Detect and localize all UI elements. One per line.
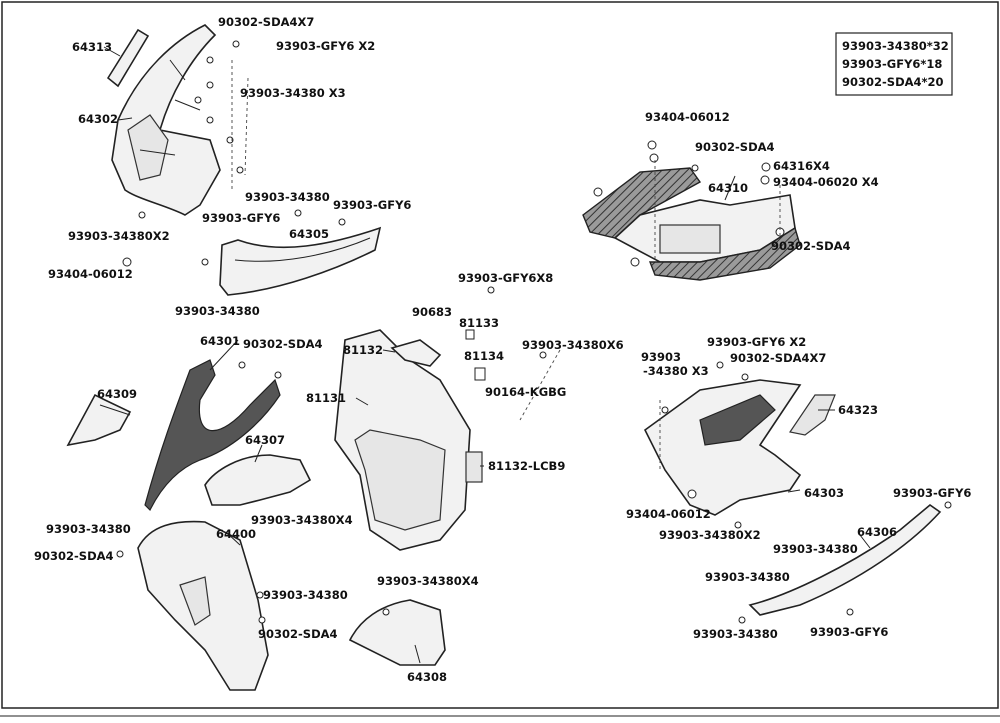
part-64400 (137, 520, 269, 691)
part-64310 (582, 167, 801, 281)
part-64309 (66, 393, 132, 447)
part-81131 (334, 329, 471, 551)
summary-line-2: 93903-GFY6*18 (842, 57, 942, 71)
part-64301 (144, 359, 281, 512)
label-93903-gfy6: 93903-GFY6 (810, 625, 888, 639)
label-64303: 64303 (804, 486, 844, 500)
part-64305 (219, 226, 382, 296)
label-81133: 81133 (459, 316, 499, 330)
label-93903-34380: 93903-34380 (773, 542, 858, 556)
part-81134 (474, 367, 486, 381)
label-64316x4: 64316X4 (773, 159, 830, 173)
label-90683: 90683 (412, 305, 452, 319)
label-93903: 93903 (641, 350, 681, 364)
label-90164-kgbg: 90164-KGBG (485, 385, 566, 399)
label-90302-sda4: 90302-SDA4 (695, 140, 775, 154)
label-64400: 64400 (216, 527, 256, 541)
label-93903-gfy6: 93903-GFY6 (202, 211, 280, 225)
label-93903-34380-x3: 93903-34380 X3 (240, 86, 346, 100)
label-64302: 64302 (78, 112, 118, 126)
part-64323 (788, 394, 836, 436)
label-93903-gfy6-x2: 93903-GFY6 X2 (276, 39, 375, 53)
label-90302-sda4: 90302-SDA4 (771, 239, 851, 253)
label-93903-gfy6-x2: 93903-GFY6 X2 (707, 335, 806, 349)
label-81132-lcb9: 81132-LCB9 (488, 459, 565, 473)
label-90302-sda4x7: 90302-SDA4X7 (218, 15, 314, 29)
label-93903-34380: 93903-34380 (245, 190, 330, 204)
label-93404-06012: 93404-06012 (645, 110, 730, 124)
label-64307: 64307 (245, 433, 285, 447)
part-64313 (106, 28, 150, 88)
label-64309: 64309 (97, 387, 137, 401)
part-64303 (643, 379, 802, 516)
label-64310: 64310 (708, 181, 748, 195)
fastener-group (116, 40, 952, 624)
label-93903-34380: 93903-34380 (705, 570, 790, 584)
label-64306: 64306 (857, 525, 897, 539)
label-34380-x3: -34380 X3 (643, 364, 709, 378)
label-93903-34380: 93903-34380 (263, 588, 348, 602)
summary-box: 93903-34380*32 93903-GFY6*18 90302-SDA4*… (835, 32, 953, 96)
label-93404-06012: 93404-06012 (626, 507, 711, 521)
label-64308: 64308 (407, 670, 447, 684)
leader-lines (99, 46, 871, 664)
border-frame (1, 1, 999, 709)
label-64305: 64305 (289, 227, 329, 241)
label-93903-gfy6x8: 93903-GFY6X8 (458, 271, 553, 285)
label-81132: 81132 (343, 343, 383, 357)
part-64307 (204, 454, 312, 506)
label-93903-gfy6: 93903-GFY6 (893, 486, 971, 500)
label-81134: 81134 (464, 349, 504, 363)
label-81131: 81131 (306, 391, 346, 405)
label-90302-sda4: 90302-SDA4 (34, 549, 114, 563)
label-64301: 64301 (200, 334, 240, 348)
label-93404-06012: 93404-06012 (48, 267, 133, 281)
summary-line-1: 93903-34380*32 (842, 39, 949, 53)
label-64323: 64323 (838, 403, 878, 417)
label-93404-06020-x4: 93404-06020 X4 (773, 175, 879, 189)
label-93903-34380x2: 93903-34380X2 (68, 229, 170, 243)
label-93903-gfy6: 93903-GFY6 (333, 198, 411, 212)
part-81132 (390, 339, 442, 367)
part-labels: 64313 64302 90302-SDA4X7 93903-GFY6 X2 9… (34, 15, 971, 684)
label-93903-34380x2: 93903-34380X2 (659, 528, 761, 542)
label-93903-34380: 93903-34380 (693, 627, 778, 641)
part-64308 (348, 599, 446, 666)
summary-line-3: 90302-SDA4*20 (842, 75, 944, 89)
label-93903-34380: 93903-34380 (46, 522, 131, 536)
label-90302-sda4x7: 90302-SDA4X7 (730, 351, 826, 365)
label-64313: 64313 (72, 40, 112, 54)
part-81133 (465, 329, 475, 340)
label-90302-sda4: 90302-SDA4 (243, 337, 323, 351)
part-64302 (111, 24, 221, 216)
part-64306 (748, 503, 942, 616)
label-93903-34380x4: 93903-34380X4 (377, 574, 479, 588)
label-93903-34380: 93903-34380 (175, 304, 260, 318)
part-81132-lcb9 (465, 451, 483, 483)
label-93903-34380x6: 93903-34380X6 (522, 338, 624, 352)
label-90302-sda4: 90302-SDA4 (258, 627, 338, 641)
label-93903-34380x4: 93903-34380X4 (251, 513, 353, 527)
